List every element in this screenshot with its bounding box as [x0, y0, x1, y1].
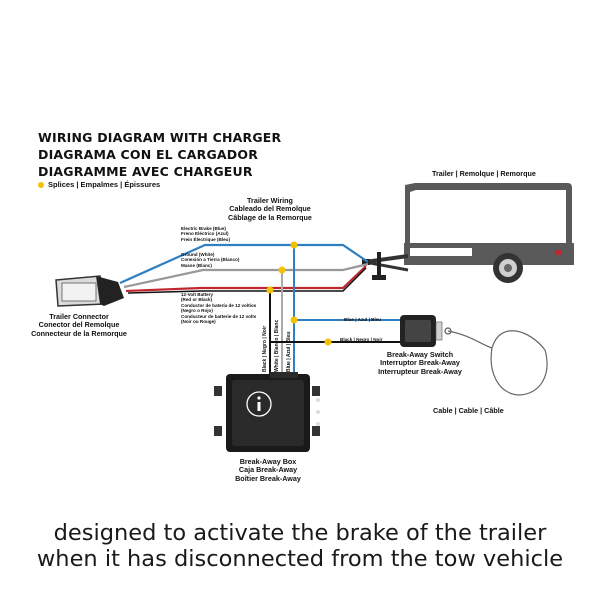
battery-label-line4: (Negro o Rojo): [181, 308, 213, 314]
battery-label-line1: 12-Volt Battery: [181, 292, 214, 297]
caption-line-1: designed to activate the brake of the tr…: [53, 520, 547, 546]
cable-icon: [447, 330, 548, 396]
splice-points: [266, 241, 332, 346]
black-wire-label: Black | Negro | Noir: [340, 337, 383, 342]
ground-label-en: Ground (White): [181, 252, 215, 257]
trailer-wiring-label-es: Cableado del Remolque: [229, 204, 311, 214]
trailer-wiring-label: Trailer Wiring Cableado del Remolque Câb…: [228, 196, 312, 222]
break-away-box-label-fr: Boîtier Break-Away: [235, 473, 301, 483]
splices-legend-label: Splices | Empalmes | Épissures: [48, 180, 161, 189]
ground-label-es: Conexión a Tierra (Blanco): [181, 257, 240, 263]
cable-label: Cable | Cable | Câble: [433, 406, 504, 415]
break-away-box-label: Break-Away Box Caja Break-Away Boîtier B…: [235, 457, 301, 483]
trailer-connector-label: Trailer Connector Conector del Remolque …: [31, 312, 127, 338]
vertical-white-label: White | Blanco | Blanc: [274, 319, 280, 372]
diagram-title-fr: DIAGRAMME AVEC CHARGEUR: [38, 164, 253, 179]
electric-brake-label-fr: Frein Électrique (Bleu): [181, 236, 231, 242]
trailer-wiring-label-fr: Câblage de la Remorque: [228, 212, 312, 222]
battery-label-line6: (Noir ou Rouge): [181, 319, 216, 325]
electric-brake-label: Electric Brake (Blue) Freno Eléctrico (A…: [181, 226, 230, 242]
ground-label: Ground (White) Conexión a Tierra (Blanco…: [181, 252, 239, 268]
blue-wire-label: Blue | Azul | Bleu: [344, 317, 382, 322]
break-away-box-label-en: Break-Away Box: [239, 457, 297, 466]
break-away-switch-label-es: Interruptor Break-Away: [380, 358, 460, 368]
battery-label-line3: Conductor de batería de 12 voltios: [181, 302, 257, 308]
trailer-wiring-label-en: Trailer Wiring: [247, 196, 293, 205]
break-away-switch-label-fr: Interrupteur Break-Away: [378, 366, 462, 376]
trailer-connector-label-es: Conector del Remolque: [38, 320, 120, 330]
trailer-connector-label-fr: Connecteur de la Remorque: [31, 328, 127, 338]
vertical-blue-label: Blue | Azul | Bleu: [286, 331, 292, 372]
break-away-switch-label: Break-Away Switch Interruptor Break-Away…: [378, 350, 462, 376]
splice-dot-icon: [290, 241, 298, 249]
trailer-label: Trailer | Remolque | Remorque: [432, 169, 536, 178]
splice-dot-icon: [266, 286, 274, 294]
break-away-switch-icon: [400, 315, 452, 347]
battery-label: 12-Volt Battery (Red or Black) Conductor…: [181, 292, 256, 324]
battery-label-line5: Conducteur de batterie de 12 volts: [181, 313, 257, 319]
splice-dot-icon: [278, 266, 286, 274]
break-away-box-icon: [214, 372, 320, 452]
vertical-black-label: Black | Negro | Noir: [262, 325, 268, 372]
trailer-connector-label-en: Trailer Connector: [49, 312, 109, 321]
trailer-icon: [362, 183, 574, 283]
caption-line-2: when it has disconnected from the tow ve…: [36, 546, 564, 572]
break-away-box-label-es: Caja Break-Away: [238, 465, 298, 475]
electric-brake-label-en: Electric Brake (Blue): [181, 226, 226, 231]
splice-dot-icon: [38, 181, 44, 188]
ground-label-fr: Masse (Blanc): [181, 262, 212, 268]
splices-legend: Splices | Empalmes | Épissures: [38, 180, 160, 189]
trailer-wiring: [119, 243, 369, 294]
splice-dot-icon: [324, 338, 332, 346]
splice-dot-icon: [290, 316, 298, 324]
break-away-wires: [269, 245, 400, 380]
electric-brake-label-es: Freno Eléctrico (Azul): [181, 231, 229, 237]
battery-label-line2: (Red or Black): [181, 297, 213, 303]
diagram-title-en: WIRING DIAGRAM WITH CHARGER: [38, 130, 282, 145]
diagram-title-es: DIAGRAMA CON EL CARGADOR: [38, 147, 259, 162]
trailer-connector-icon: [55, 275, 124, 307]
break-away-switch-label-en: Break-Away Switch: [386, 350, 454, 359]
